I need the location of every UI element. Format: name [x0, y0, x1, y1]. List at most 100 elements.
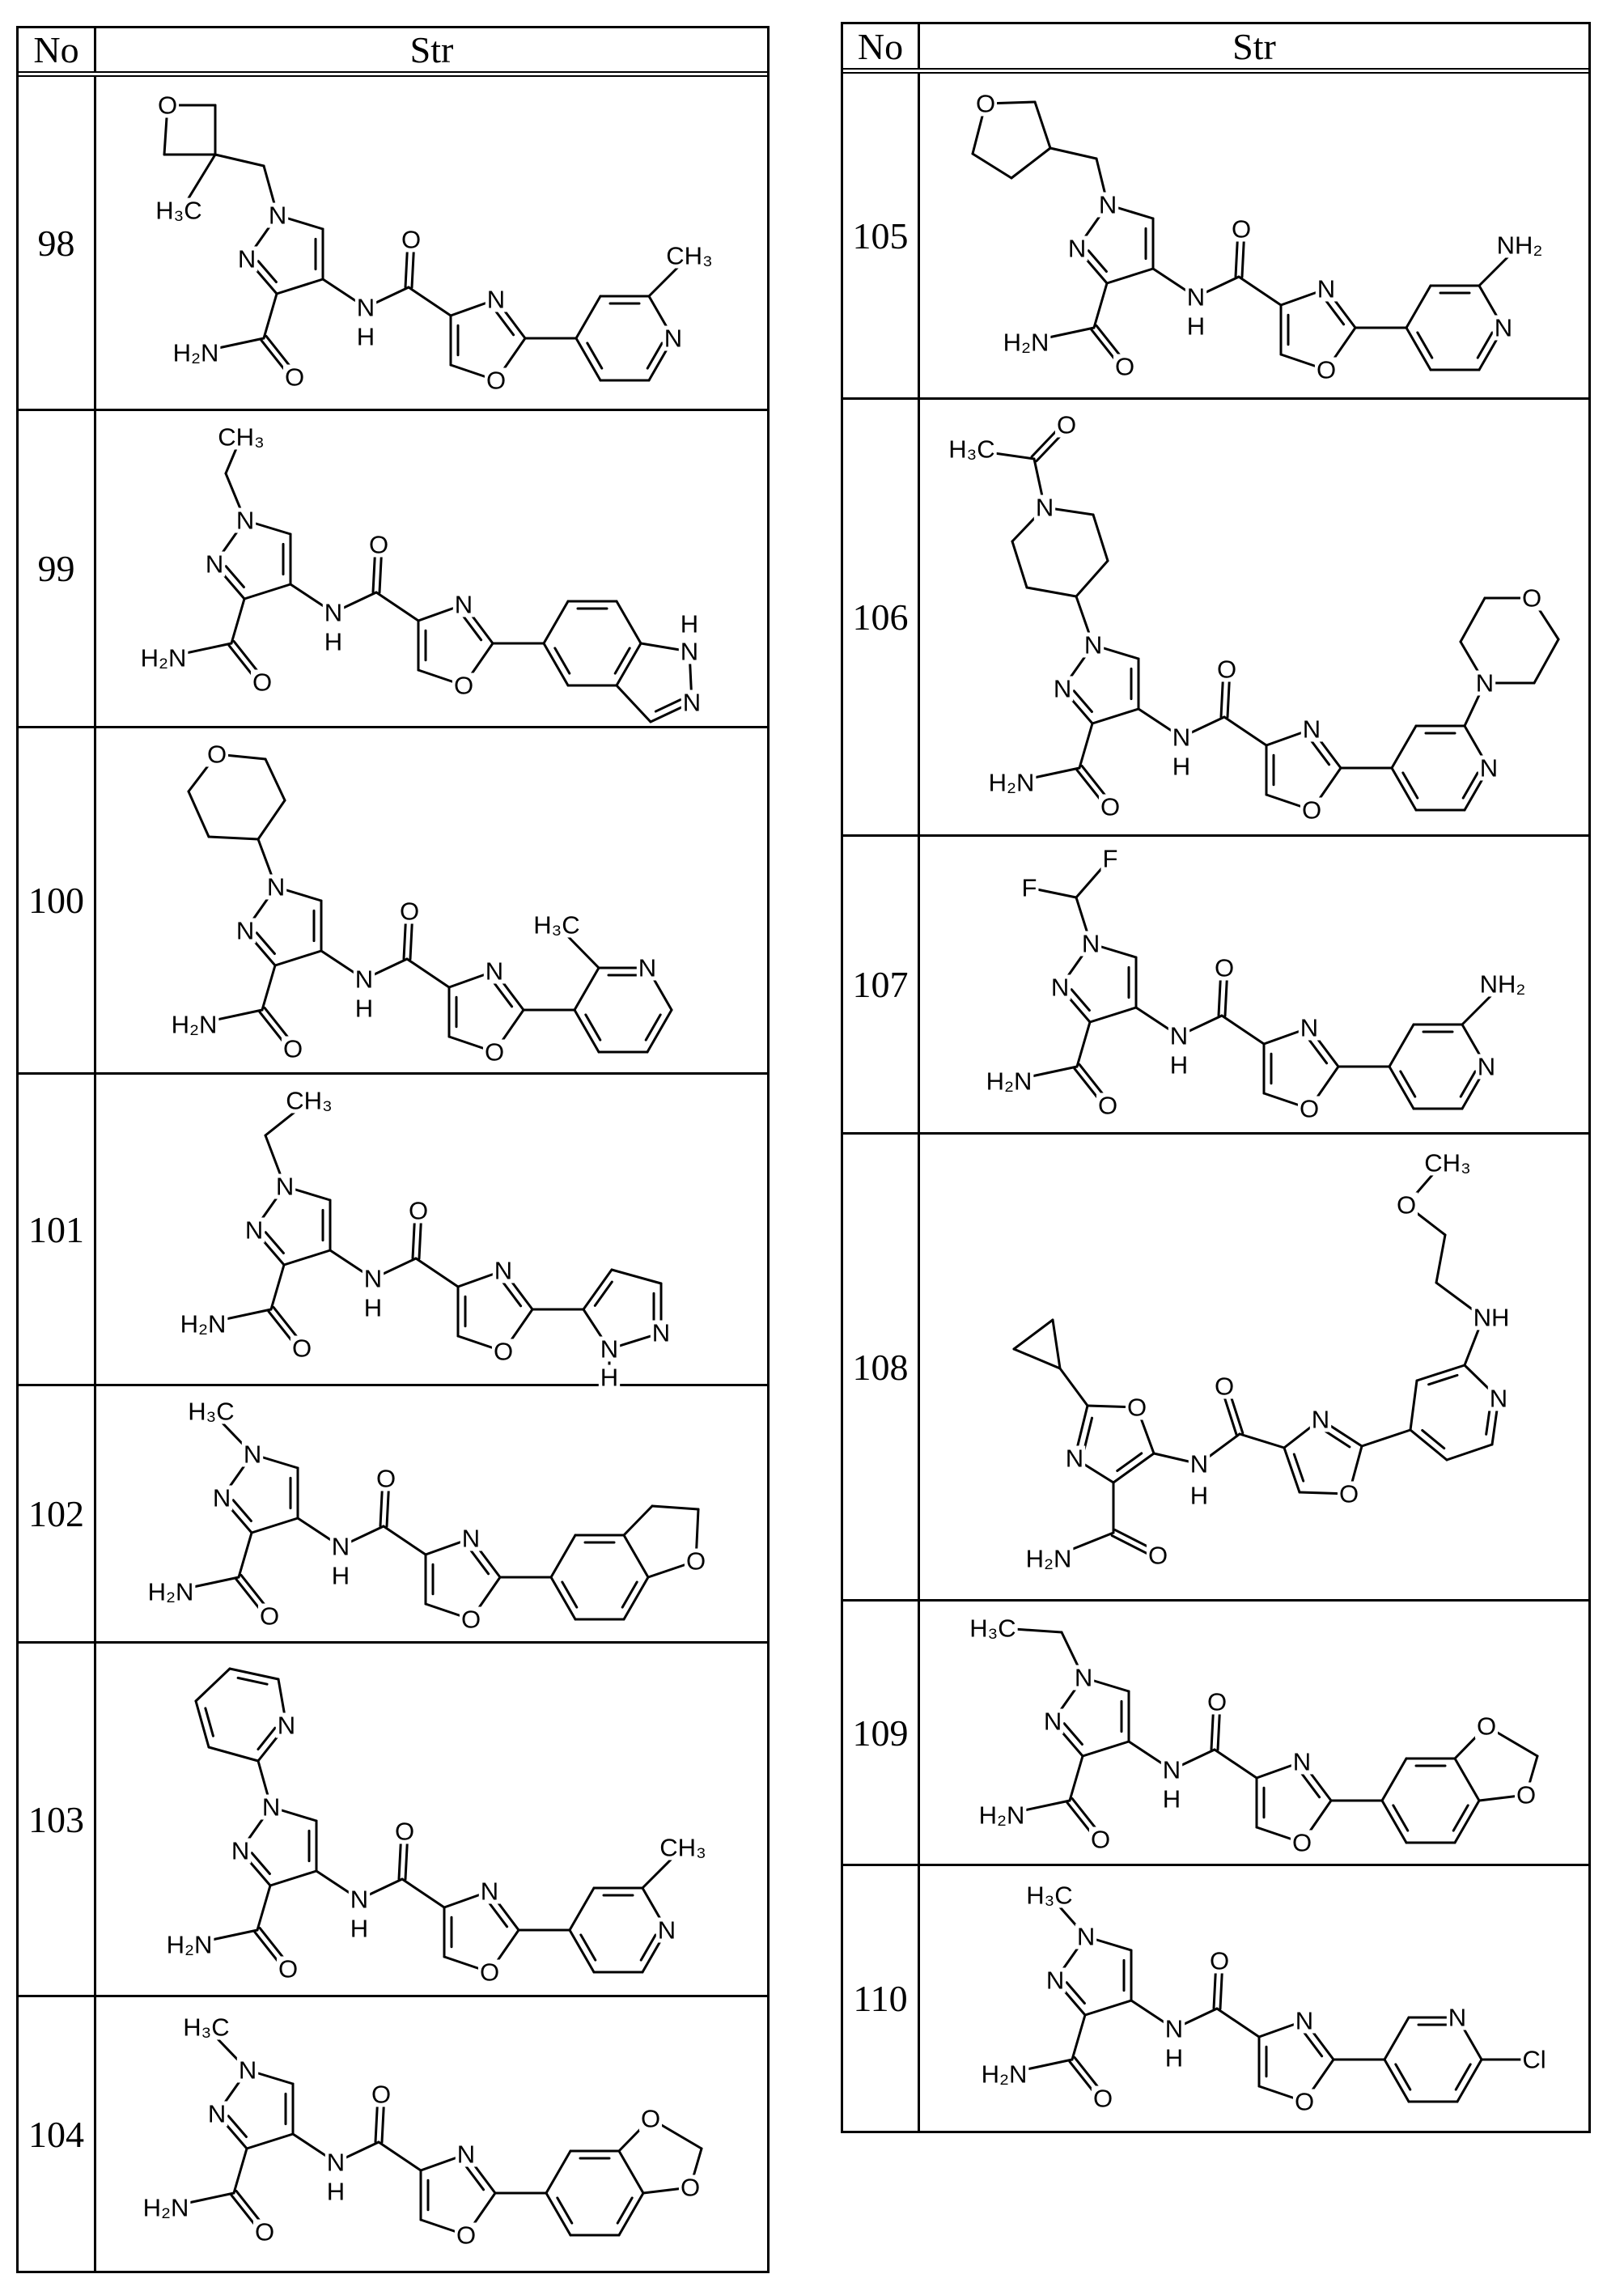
bond-line	[1117, 1453, 1142, 1471]
atom-label: N	[1075, 1664, 1092, 1692]
bond-line	[1012, 541, 1027, 588]
atom-label: N	[1293, 1748, 1311, 1776]
bond-line	[1401, 1071, 1415, 1097]
bond-line	[257, 933, 274, 954]
bond-line	[1224, 717, 1266, 745]
table-header: No Str	[19, 28, 767, 77]
bond-line	[1071, 990, 1089, 1011]
table-row: 110 NNH₂NONHONOH₃CNCl	[843, 1866, 1588, 2131]
bond-line	[558, 2198, 572, 2223]
atom-label: O	[1339, 1480, 1359, 1508]
bond-line	[1403, 773, 1418, 798]
atom-label: H	[327, 2178, 345, 2206]
structure-cell: NNH₂NONHONOONH₂N	[920, 74, 1588, 397]
atom-label: O	[494, 1338, 513, 1366]
bond-line	[1092, 709, 1138, 723]
atom-label: O	[1127, 1394, 1147, 1422]
atom-label: O	[1207, 1688, 1227, 1716]
atom-label: CH₃	[218, 423, 264, 452]
table-row: 105 NNH₂NONHONOONH₂N	[843, 74, 1588, 400]
chemical-structure: NNH₂NONHONOCH₃NNH	[96, 1075, 768, 1386]
chemical-structure: NNH₂NONHONONCH₃N	[96, 1644, 768, 1997]
atom-label: O	[1292, 1829, 1312, 1857]
header-no: No	[843, 24, 920, 68]
chemical-structure: NNH₂NONHONOFFNH₂N	[920, 837, 1592, 1135]
atom-label: N	[276, 1173, 294, 1201]
atom-label: O	[283, 1035, 303, 1063]
compound-number: 110	[843, 1866, 920, 2131]
table-row: 108 ONH₂NONHONONNHOCH₃	[843, 1135, 1588, 1602]
atom-label: H	[355, 995, 373, 1023]
atom-label: O	[976, 90, 995, 118]
bond-line	[555, 648, 570, 673]
atom-label: O	[409, 1197, 428, 1225]
table-row: 104 NNH₂NONHONOH₃COO	[19, 1997, 767, 2271]
bond-line	[544, 601, 568, 643]
bond-line	[641, 1935, 655, 1960]
atom-label: N	[1312, 1406, 1329, 1434]
bond-line	[238, 1678, 267, 1684]
bond-line	[215, 155, 264, 166]
atom-label: N	[1317, 275, 1335, 303]
atom-label: H	[1172, 753, 1190, 781]
atom-label: N	[213, 1484, 231, 1512]
atom-label: N	[1082, 930, 1100, 958]
atom-label: N	[262, 1793, 280, 1822]
atom-label: N	[231, 1837, 249, 1865]
bond-line	[551, 1535, 575, 1577]
atom-label: F	[1022, 874, 1037, 902]
atom-label: N	[1163, 1756, 1181, 1784]
bond-line	[376, 592, 418, 621]
bond-line	[617, 2198, 632, 2223]
bond-line	[494, 983, 512, 1007]
atom-label: N	[494, 1257, 512, 1285]
atom-label: O	[1516, 1781, 1536, 1809]
bond-line	[1302, 1774, 1320, 1797]
atom-label: N	[236, 917, 254, 945]
bond-line	[1035, 102, 1050, 148]
bond-line	[234, 2149, 247, 2193]
bond-line	[275, 951, 321, 965]
compound-number: 99	[19, 411, 96, 726]
atom-label: N	[1066, 1445, 1083, 1473]
compound-number: 101	[19, 1075, 96, 1384]
bond-line	[490, 1903, 507, 1927]
structure-cell: NNH₂NONHONONCH₃N	[96, 1644, 767, 1995]
atom-label: H₂N	[141, 644, 187, 672]
bond-line	[1392, 726, 1416, 768]
atom-label: N	[481, 1877, 498, 1906]
bond-line	[1461, 1071, 1475, 1097]
atom-label: O	[485, 1038, 504, 1067]
atom-label: O	[1091, 1826, 1110, 1854]
atom-label: O	[207, 740, 227, 769]
atom-label: O	[1477, 1712, 1496, 1741]
atom-label: H	[1187, 312, 1205, 341]
atom-label: F	[1103, 845, 1118, 873]
compound-number: 102	[19, 1386, 96, 1641]
bond-line	[1217, 2009, 1259, 2037]
atom-label: N	[1170, 1022, 1188, 1050]
bond-line	[247, 2134, 293, 2149]
atom-label: O	[1057, 411, 1076, 439]
bond-line	[1239, 277, 1281, 305]
atom-label: O	[1093, 2085, 1113, 2113]
bond-line	[1389, 1025, 1414, 1067]
atom-label: H₃C	[188, 1398, 234, 1426]
table-header: No Str	[843, 24, 1588, 74]
atom-label: H₂N	[143, 2194, 189, 2222]
bond-line	[1070, 1756, 1083, 1801]
bond-line	[562, 1582, 577, 1607]
bond-line	[612, 1270, 661, 1283]
bond-line	[1222, 1016, 1264, 1044]
atom-label: H₃C	[948, 435, 994, 464]
structure-cell: NNH₂NONHONOOH₃CN	[96, 728, 767, 1072]
atom-label: N	[1476, 669, 1494, 698]
atom-label: N	[1448, 2004, 1466, 2032]
bond-line	[258, 261, 276, 282]
atom-label: O	[456, 2221, 476, 2250]
atom-label: O	[292, 1334, 312, 1363]
bond-line	[1393, 1805, 1408, 1831]
bond-line	[617, 601, 641, 643]
atom-label: O	[681, 2174, 700, 2202]
compound-number: 107	[843, 837, 920, 1132]
